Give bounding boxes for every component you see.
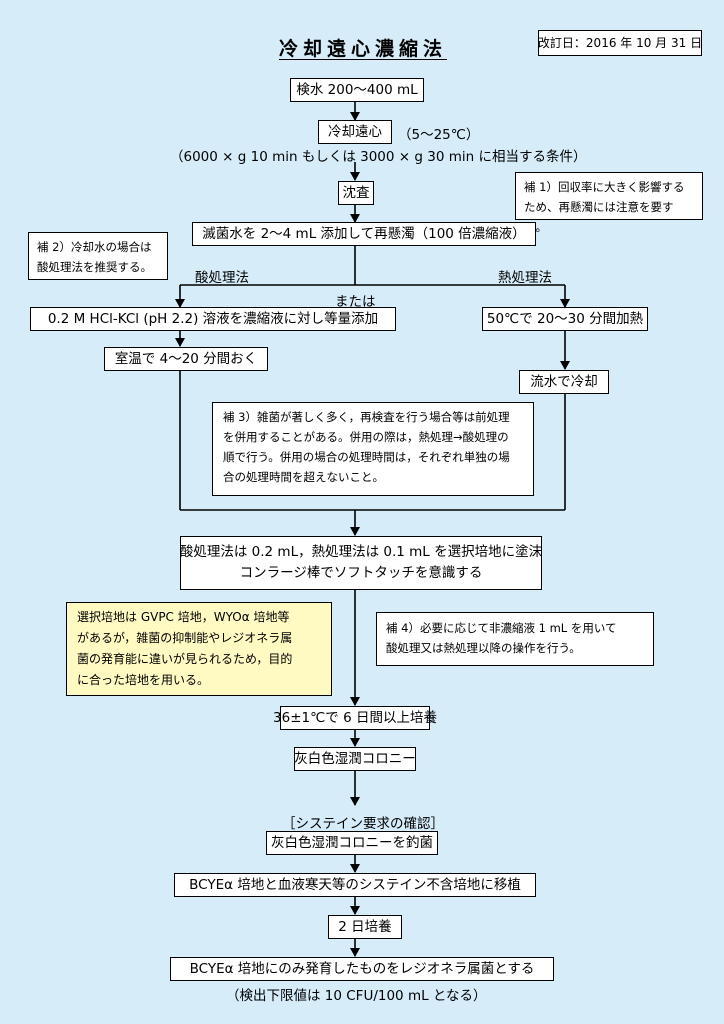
step-final: BCYEα 培地にのみ発育したものをレジオネラ属菌とする — [170, 957, 554, 981]
step-sediment: 沈査 — [338, 181, 374, 205]
label-acid-method: 酸処理法 — [195, 270, 249, 286]
step-transfer: BCYEα 培地と血液寒天等のシステイン不含培地に移植 — [174, 873, 536, 897]
revision-date: 改訂日：2016 年 10 月 31 日 — [538, 30, 702, 56]
note-2: 補 2）冷却水の場合は酸処理法を推奨する。 — [28, 232, 168, 280]
step-resuspend: 滅菌水を 2～4 mL 添加して再懸濁（100 倍濃縮液） — [192, 222, 536, 246]
step-acid-add: 0.2 M HCl-KCl (pH 2.2) 溶液を濃縮液に対し等量添加 — [30, 307, 396, 331]
detection-limit: （検出下限値は 10 CFU/100 mL となる） — [226, 988, 487, 1004]
cysteine-header: ［システイン要求の確認］ — [282, 816, 444, 832]
step-plate: 酸処理法は 0.2 mL，熱処理法は 0.1 mL を選択培地に塗沫コンラージ棒… — [180, 536, 542, 590]
note-medium-yellow: 選択培地は GVPC 培地，WYOα 培地等があるが，雑菌の抑制能やレジオネラ属… — [66, 602, 332, 696]
step-heat: 50℃で 20～30 分間加熱 — [482, 307, 648, 331]
step-incubate2: 2 日培養 — [328, 915, 402, 939]
label-or: または — [335, 294, 376, 310]
step-centrifuge: 冷却遠心 — [318, 120, 392, 144]
step-acid-rest: 室温で 4～20 分間おく — [104, 347, 268, 371]
centrifuge-temp: （5～25℃） — [398, 127, 480, 143]
step-incubate: 36±1℃で 6 日間以上培養 — [273, 706, 437, 730]
step-pick: 灰白色湿潤コロニーを釣菌 — [266, 831, 438, 855]
note-4: 補 4）必要に応じて非濃縮液 1 mL を用いて酸処理又は熱処理以降の操作を行う… — [376, 612, 654, 666]
step-colony: 灰白色湿潤コロニー — [294, 747, 416, 771]
step-sample: 検水 200～400 mL — [290, 78, 424, 102]
page-title: 冷却遠心濃縮法 — [278, 38, 447, 60]
step-cool: 流水で冷却 — [519, 370, 609, 394]
note-3: 補 3）雑菌が著しく多く，再検査を行う場合等は前処理を併用することがある。併用の… — [212, 402, 534, 496]
centrifuge-condition: （6000 × g 10 min もしくは 3000 × g 30 min に相… — [170, 149, 587, 165]
label-heat-method: 熱処理法 — [498, 270, 552, 286]
